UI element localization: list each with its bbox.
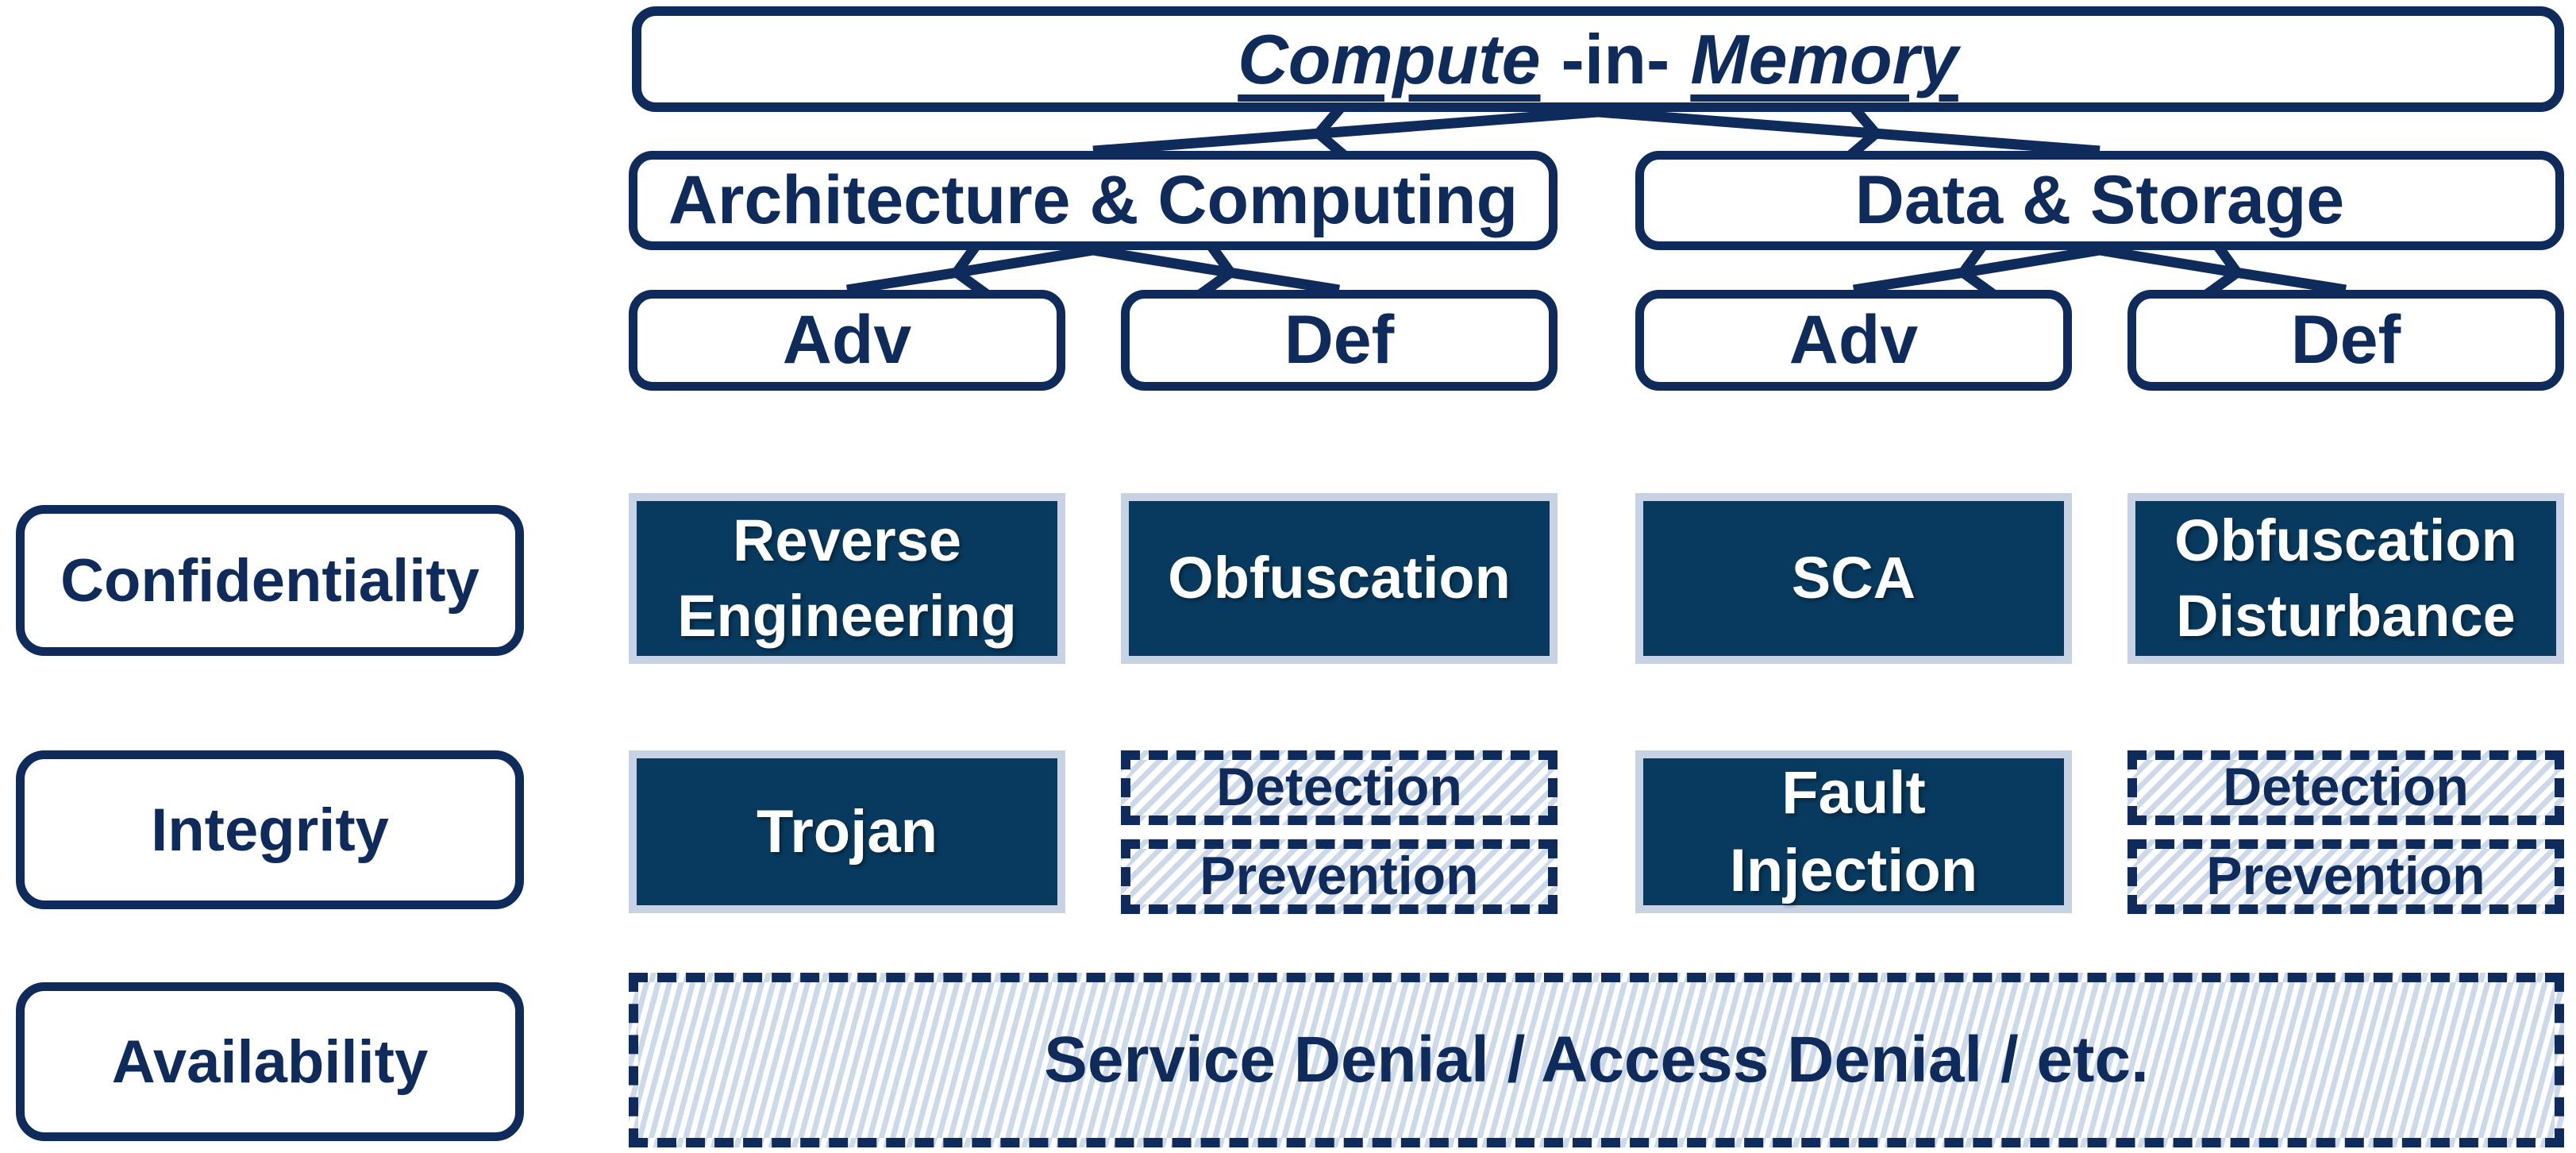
root-connector-in: -in- xyxy=(1561,19,1670,98)
branch-architecture-computing: Architecture & Computing xyxy=(629,151,1558,250)
arrow-data-to-def xyxy=(2098,233,2347,303)
leaf-adv-architecture: Adv xyxy=(629,290,1065,391)
cell-detection-architecture: Detection xyxy=(1121,750,1558,825)
root-word-memory: Memory xyxy=(1690,19,1958,98)
row-label-integrity: Integrity xyxy=(16,750,524,909)
leaf-adv-data: Adv xyxy=(1635,290,2072,391)
cell-prevention-architecture: Prevention xyxy=(1121,839,1558,914)
cell-detection-architecture-label: Detection xyxy=(1216,757,1462,818)
cell-fault-injection: Fault Injection xyxy=(1635,750,2072,913)
row-label-availability-text: Availability xyxy=(111,1028,429,1096)
cell-fault-injection-label: Fault Injection xyxy=(1729,759,1978,904)
branch-data-storage-label: Data & Storage xyxy=(1854,162,2345,238)
arrow-data-to-adv xyxy=(1852,233,2101,303)
cell-trojan: Trojan xyxy=(629,750,1065,913)
branch-data-storage: Data & Storage xyxy=(1635,151,2564,250)
leaf-adv-data-label: Adv xyxy=(1789,302,1919,378)
cell-prevention-architecture-label: Prevention xyxy=(1199,846,1479,907)
cell-trojan-label: Trojan xyxy=(756,797,938,866)
cell-detection-data-label: Detection xyxy=(2223,757,2469,818)
row-label-confidentiality: Confidentiality xyxy=(16,505,524,656)
cell-service-denial-bar-label: Service Denial / Access Denial / etc. xyxy=(1044,1023,2149,1096)
arrow-root-to-data xyxy=(1597,95,2100,167)
cell-reverse-engineering: Reverse Engineering xyxy=(629,493,1065,664)
leaf-def-data-label: Def xyxy=(2290,302,2401,378)
root-word-compute: Compute xyxy=(1238,19,1541,98)
cell-prevention-data: Prevention xyxy=(2127,839,2564,914)
arrow-root-to-architecture xyxy=(1092,95,1599,167)
leaf-adv-architecture-label: Adv xyxy=(782,302,912,378)
cell-service-denial-bar: Service Denial / Access Denial / etc. xyxy=(629,973,2564,1147)
cell-detection-data: Detection xyxy=(2127,750,2564,825)
cell-sca-label: SCA xyxy=(1791,545,1916,611)
row-label-confidentiality-text: Confidentiality xyxy=(60,546,479,615)
leaf-def-data: Def xyxy=(2127,290,2564,391)
row-label-availability: Availability xyxy=(16,982,524,1141)
cell-obfuscation: Obfuscation xyxy=(1121,493,1558,664)
cell-prevention-data-label: Prevention xyxy=(2206,846,2486,907)
cell-sca: SCA xyxy=(1635,493,2072,664)
root-node-compute-in-memory: Compute -in- Memory xyxy=(632,6,2564,112)
cell-reverse-engineering-label: Reverse Engineering xyxy=(677,507,1017,649)
arrow-architecture-to-def xyxy=(1092,233,1341,303)
cell-obfuscation-disturbance-label: Obfuscation Disturbance xyxy=(2174,507,2517,649)
cell-obfuscation-disturbance: Obfuscation Disturbance xyxy=(2127,493,2564,664)
cell-obfuscation-label: Obfuscation xyxy=(1168,545,1511,611)
leaf-def-architecture: Def xyxy=(1121,290,1558,391)
leaf-def-architecture-label: Def xyxy=(1284,302,1395,378)
arrow-architecture-to-adv xyxy=(845,233,1095,303)
row-label-integrity-text: Integrity xyxy=(151,796,389,864)
branch-architecture-computing-label: Architecture & Computing xyxy=(668,162,1519,238)
